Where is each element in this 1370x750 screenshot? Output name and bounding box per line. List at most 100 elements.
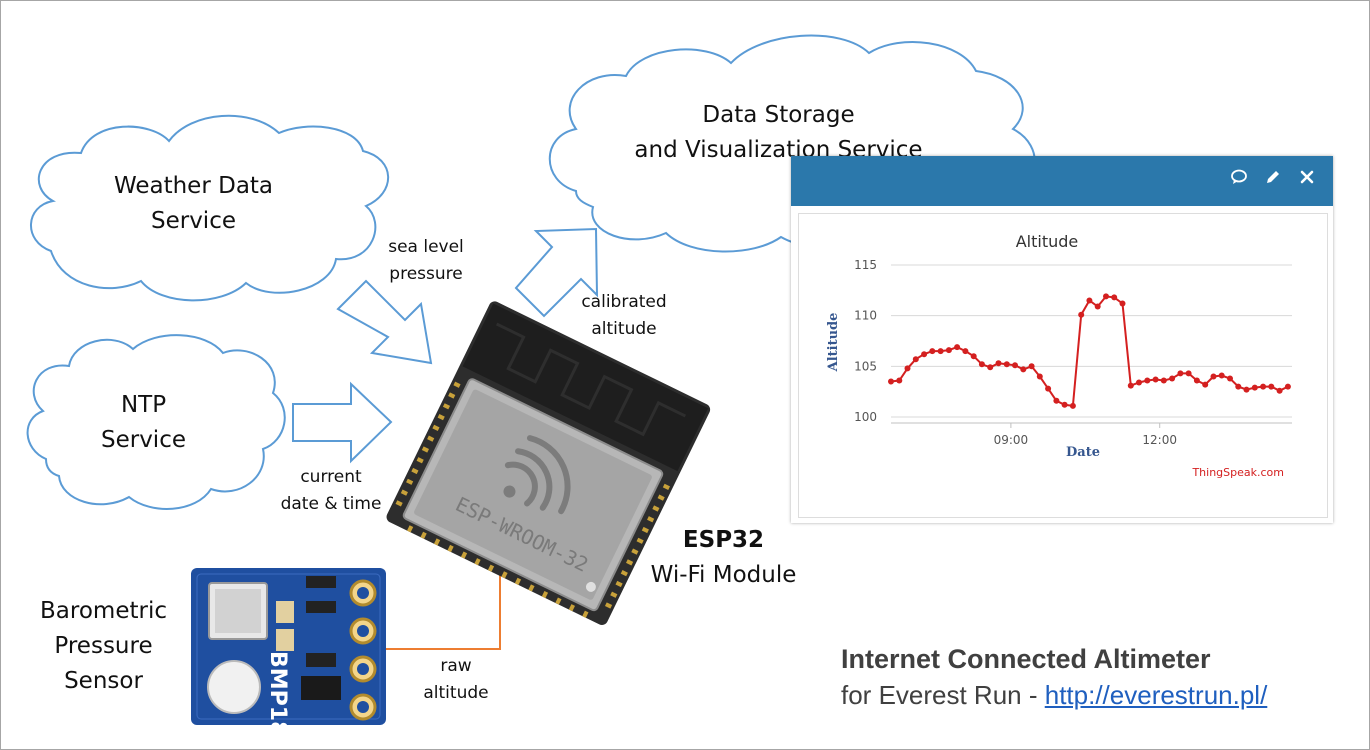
altitude-data-point[interactable]: [896, 377, 903, 384]
calibrated-line1: calibrated: [581, 292, 667, 312]
current-time-line1: current: [300, 467, 362, 487]
sea-level-line2: pressure: [389, 264, 463, 284]
altitude-data-point[interactable]: [1127, 382, 1134, 389]
sensor-line1: Barometric: [40, 598, 167, 624]
altitude-data-point[interactable]: [1177, 370, 1184, 377]
altitude-data-point[interactable]: [904, 365, 911, 372]
subtitle-prefix: for Everest Run -: [841, 680, 1045, 710]
altitude-data-point[interactable]: [1160, 377, 1167, 384]
esp32-name: ESP32: [682, 527, 765, 553]
altitude-data-point[interactable]: [1202, 381, 1209, 388]
altitude-data-point[interactable]: [1045, 385, 1052, 392]
altitude-data-point[interactable]: [1284, 383, 1291, 390]
weather-cloud-label: Weather Data Service: [81, 169, 306, 239]
altitude-data-point[interactable]: [1243, 386, 1250, 393]
altitude-data-point[interactable]: [945, 347, 952, 354]
altitude-data-point[interactable]: [962, 348, 969, 355]
altitude-data-point[interactable]: [1218, 372, 1225, 379]
diagram-title: Internet Connected Altimeter: [841, 644, 1211, 674]
raw-altitude-line2: altitude: [423, 683, 489, 703]
ntp-cloud-shape: [26, 334, 286, 510]
altitude-data-point[interactable]: [1012, 362, 1018, 369]
x-tick-label: 09:00: [994, 433, 1029, 447]
comment-icon[interactable]: [1228, 168, 1250, 190]
altitude-data-point[interactable]: [954, 344, 961, 351]
altitude-data-point[interactable]: [1069, 402, 1076, 409]
y-tick-label: 115: [854, 258, 877, 272]
altitude-data-point[interactable]: [1103, 293, 1109, 300]
altitude-data-point[interactable]: [1169, 375, 1176, 382]
altitude-data-point[interactable]: [1268, 383, 1275, 390]
altitude-data-point[interactable]: [1185, 370, 1192, 377]
altitude-data-point[interactable]: [1152, 376, 1159, 383]
altitude-data-point[interactable]: [1193, 377, 1200, 384]
altitude-data-point[interactable]: [978, 361, 985, 368]
altitude-data-point[interactable]: [1061, 401, 1068, 408]
altitude-data-point[interactable]: [1053, 397, 1060, 404]
sensor-wire: [386, 541, 501, 650]
weather-cloud-shape: [30, 114, 390, 302]
altitude-data-point[interactable]: [970, 353, 977, 360]
calibrated-label: calibrated altitude: [564, 289, 684, 343]
esp32-label: ESP32 Wi-Fi Module: [631, 523, 816, 593]
ntp-cloud-label: NTP Service: [61, 388, 226, 458]
altitude-data-point[interactable]: [937, 348, 944, 355]
x-axis-label: Date: [1066, 445, 1100, 460]
current-time-line2: date & time: [280, 494, 382, 514]
everestrun-link[interactable]: http://everestrun.pl/: [1044, 680, 1268, 710]
altitude-data-point[interactable]: [1028, 363, 1035, 370]
storage-cloud-line1: Data Storage: [702, 102, 855, 128]
raw-altitude-label: raw altitude: [406, 653, 506, 707]
thingspeak-chart-panel: 100 105 110 115 09:00 12:00 Altitude Date Al…: [791, 156, 1333, 523]
altitude-data-point[interactable]: [912, 356, 919, 363]
current-time-arrow: [292, 381, 393, 464]
altitude-data-point[interactable]: [1119, 300, 1126, 307]
sensor-line2: Pressure: [54, 633, 153, 659]
altitude-data-point[interactable]: [888, 378, 894, 385]
bmp180-board: BMP180: [191, 568, 386, 749]
altitude-data-point[interactable]: [1210, 373, 1217, 380]
y-tick-label: 100: [854, 410, 877, 424]
y-tick-label: 110: [854, 309, 877, 323]
altitude-data-point[interactable]: [1086, 297, 1093, 304]
altitude-data-point[interactable]: [929, 348, 936, 355]
weather-cloud-line1: Weather Data: [113, 173, 274, 199]
chart-title: Altitude: [1016, 232, 1079, 251]
x-tick-label: 12:00: [1142, 433, 1177, 447]
altitude-data-point[interactable]: [1094, 303, 1101, 310]
altitude-data-point[interactable]: [1111, 294, 1118, 301]
pencil-icon[interactable]: [1262, 168, 1284, 190]
altitude-data-point[interactable]: [1235, 383, 1242, 390]
y-axis-label: Altitude: [826, 313, 841, 373]
diagram-subtitle: for Everest Run - http://everestrun.pl/: [841, 680, 1267, 711]
ntp-cloud-line2: Service: [100, 427, 186, 453]
altitude-data-point[interactable]: [921, 351, 928, 358]
altitude-data-point[interactable]: [995, 360, 1002, 367]
panel-header: [791, 156, 1333, 206]
espressif-logo-icon: [504, 435, 571, 515]
altitude-data-point[interactable]: [1276, 387, 1283, 394]
ntp-cloud-line1: NTP: [120, 392, 167, 418]
y-tick-label: 105: [854, 359, 877, 373]
altitude-data-point[interactable]: [1078, 311, 1085, 318]
altitude-data-point[interactable]: [1251, 384, 1258, 391]
altitude-data-point[interactable]: [1136, 379, 1142, 386]
chart-area: 100 105 110 115 09:00 12:00 Altitude Date Al…: [798, 213, 1328, 518]
altitude-data-point[interactable]: [1036, 373, 1043, 380]
altitude-data-point[interactable]: [1003, 361, 1010, 368]
altitude-data-point[interactable]: [1227, 375, 1233, 382]
altitude-data-point[interactable]: [987, 364, 994, 371]
weather-cloud-line2: Service: [150, 208, 236, 234]
esp32-module: ESP-WROOM-32: [386, 301, 711, 626]
altitude-chart: 100 105 110 115 09:00 12:00 Altitude Date Al…: [826, 232, 1292, 479]
esp32-subtitle: Wi-Fi Module: [650, 562, 797, 588]
altitude-data-point[interactable]: [1144, 377, 1151, 384]
close-icon[interactable]: [1296, 168, 1318, 190]
calibrated-arrow: [514, 227, 599, 318]
altitude-data-point[interactable]: [1020, 366, 1027, 373]
calibrated-line2: altitude: [591, 319, 657, 339]
altitude-data-point[interactable]: [1260, 383, 1267, 390]
sea-level-label: sea level pressure: [371, 234, 481, 288]
